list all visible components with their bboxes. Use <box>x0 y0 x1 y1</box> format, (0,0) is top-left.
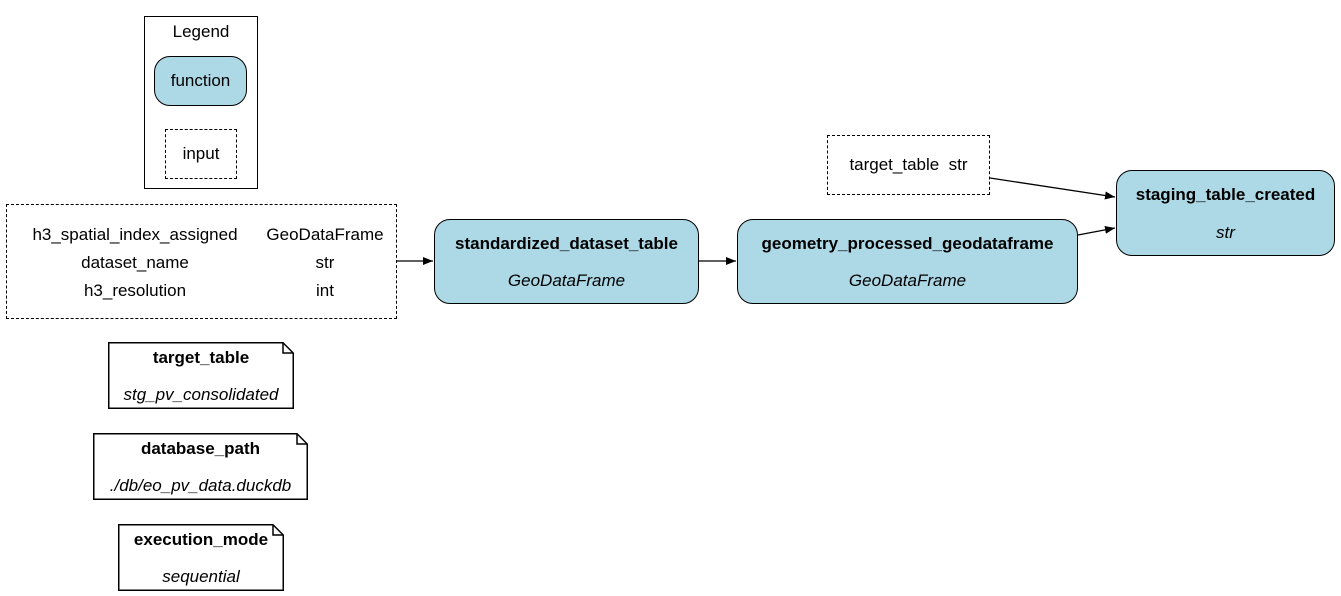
config-value: sequential <box>162 567 240 586</box>
input-type: int <box>316 281 334 300</box>
inputs-group <box>6 204 397 319</box>
config-value: stg_pv_consolidated <box>123 385 279 404</box>
input-name: dataset_name <box>81 253 189 272</box>
input-name: h3_spatial_index_assigned <box>32 225 238 244</box>
target-table-input: target_table str <box>827 135 990 195</box>
input-type: str <box>315 253 335 272</box>
function-node-staging-table-created: staging_table_created str <box>1116 170 1335 256</box>
config-name: database_path <box>140 439 261 458</box>
legend-input-node: input <box>165 129 237 179</box>
config-note-target-table: target_table stg_pv_consolidated <box>108 342 294 409</box>
function-name: staging_table_created <box>1135 185 1316 204</box>
config-note-execution-mode: execution_mode sequential <box>118 524 284 591</box>
input-type: GeoDataFrame <box>266 225 384 244</box>
function-type: GeoDataFrame <box>848 271 967 290</box>
legend-function-node: function <box>154 56 247 106</box>
config-value: ./db/eo_pv_data.duckdb <box>109 476 292 495</box>
legend-function-label: function <box>170 71 231 90</box>
note-shape <box>118 524 284 591</box>
edge-target-table-to-staging <box>989 177 1116 200</box>
legend-input-label: input <box>182 144 220 163</box>
function-name: geometry_processed_geodataframe <box>761 234 1054 253</box>
note-shape <box>93 433 308 500</box>
note-shape <box>108 342 294 409</box>
config-name: execution_mode <box>133 530 269 549</box>
legend <box>144 16 258 189</box>
edge-geometry-to-staging <box>1077 225 1116 236</box>
config-note-database-path: database_path ./db/eo_pv_data.duckdb <box>93 433 308 500</box>
function-type: str <box>1216 223 1235 242</box>
legend-title: Legend <box>172 22 230 41</box>
function-node-geometry-processed-geodataframe: geometry_processed_geodataframe GeoDataF… <box>737 219 1078 304</box>
function-node-standardized-dataset-table: standardized_dataset_table GeoDataFrame <box>434 219 699 304</box>
config-name: target_table <box>152 348 250 367</box>
function-name: standardized_dataset_table <box>455 234 678 253</box>
function-type: GeoDataFrame <box>507 271 626 290</box>
input-name: h3_resolution <box>83 281 187 300</box>
